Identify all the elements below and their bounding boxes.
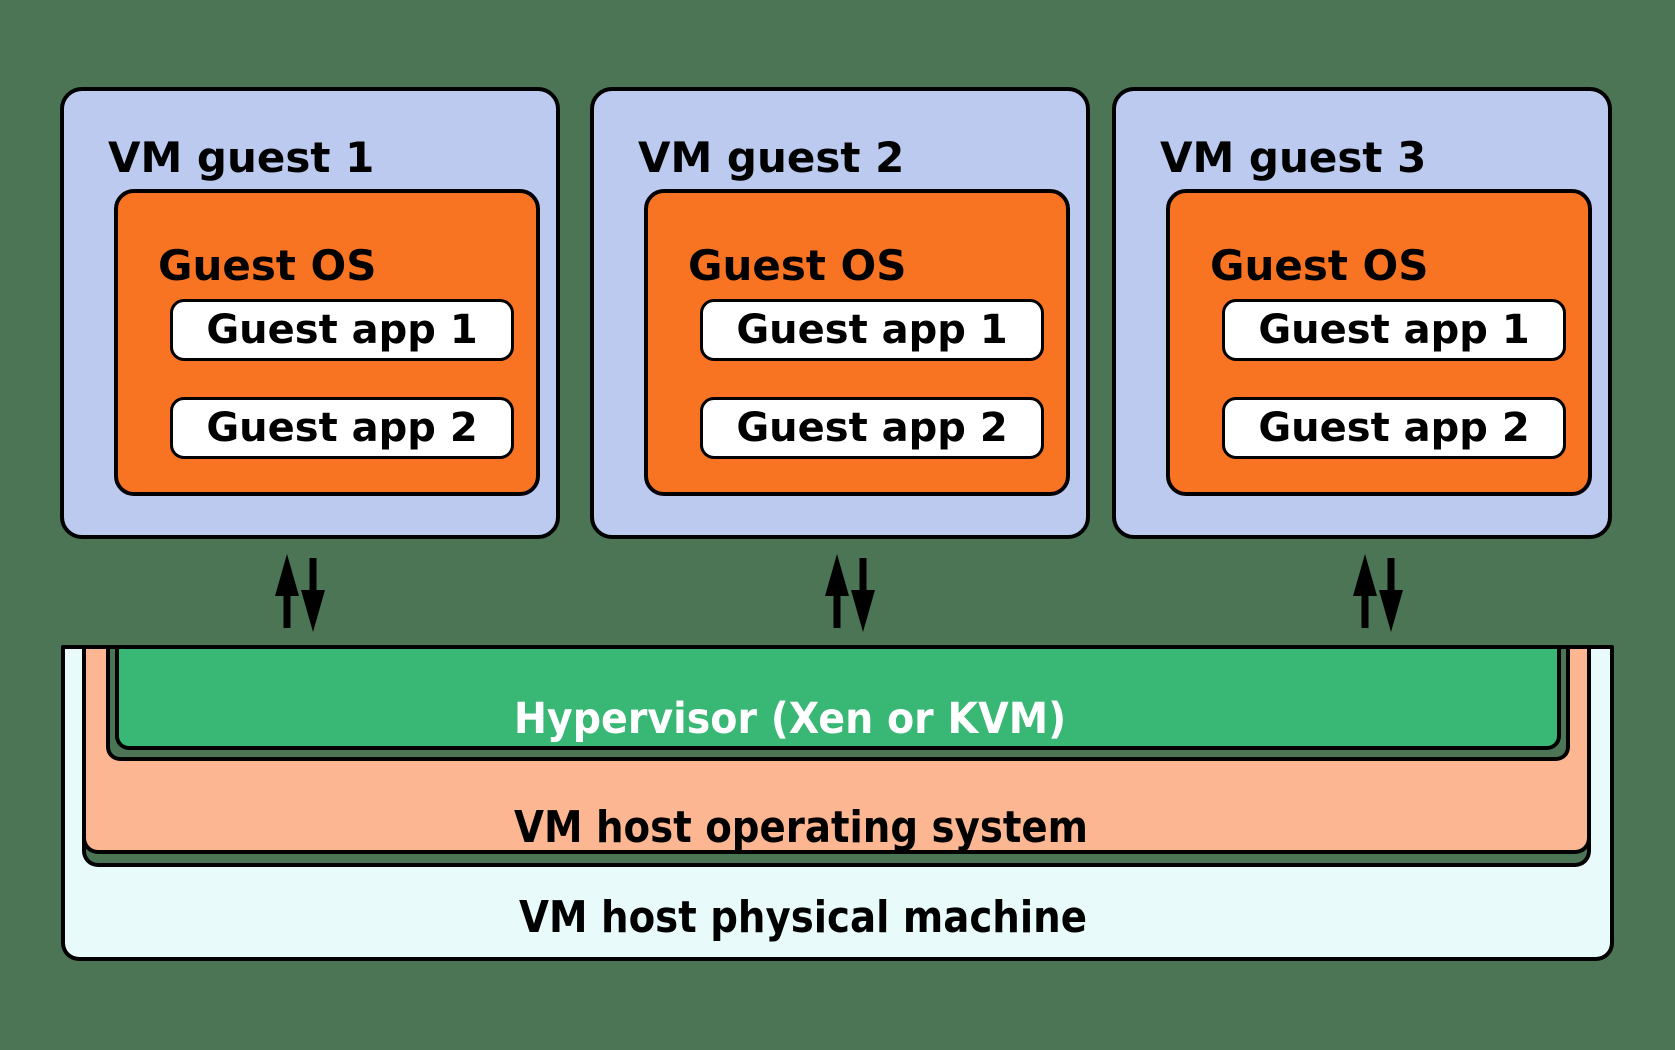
- guest-app-2-box: Guest app 2: [1222, 397, 1566, 459]
- guest-app-2-label: Guest app 2: [206, 405, 478, 451]
- bidirectional-arrows-icon: [273, 554, 327, 632]
- guest-app-1-box: Guest app 1: [1222, 299, 1566, 361]
- vm-host-os-label: VM host operating system: [514, 802, 1088, 853]
- vm-guest-2-box: VM guest 2 Guest OS Guest app 1 Guest ap…: [590, 87, 1090, 539]
- vm-guest-1-title: VM guest 1: [108, 133, 375, 182]
- guest-app-2-label: Guest app 2: [1258, 405, 1530, 451]
- guest-app-2-label: Guest app 2: [736, 405, 1008, 451]
- guest-app-1-label: Guest app 1: [736, 307, 1008, 353]
- guest-os-title: Guest OS: [1210, 241, 1429, 290]
- guest-os-box: Guest OS Guest app 1 Guest app 2: [1166, 189, 1592, 496]
- guest-app-1-label: Guest app 1: [206, 307, 478, 353]
- vm-guest-3-box: VM guest 3 Guest OS Guest app 1 Guest ap…: [1112, 87, 1612, 539]
- hypervisor-box: [115, 645, 1561, 750]
- vm-guest-3-title: VM guest 3: [1160, 133, 1427, 182]
- vm-guest-2-title: VM guest 2: [638, 133, 905, 182]
- guest-app-2-box: Guest app 2: [700, 397, 1044, 459]
- guest-app-2-box: Guest app 2: [170, 397, 514, 459]
- bidirectional-arrows-icon: [823, 554, 877, 632]
- guest-os-title: Guest OS: [688, 241, 907, 290]
- guest-app-1-box: Guest app 1: [700, 299, 1044, 361]
- vm-guest-1-box: VM guest 1 Guest OS Guest app 1 Guest ap…: [60, 87, 560, 539]
- guest-app-1-label: Guest app 1: [1258, 307, 1530, 353]
- guest-os-box: Guest OS Guest app 1 Guest app 2: [644, 189, 1070, 496]
- guest-os-box: Guest OS Guest app 1 Guest app 2: [114, 189, 540, 496]
- guest-app-1-box: Guest app 1: [170, 299, 514, 361]
- vm-host-physical-machine-label: VM host physical machine: [519, 892, 1087, 943]
- guest-os-title: Guest OS: [158, 241, 377, 290]
- bidirectional-arrows-icon: [1351, 554, 1405, 632]
- hypervisor-label: Hypervisor (Xen or KVM): [513, 694, 1067, 744]
